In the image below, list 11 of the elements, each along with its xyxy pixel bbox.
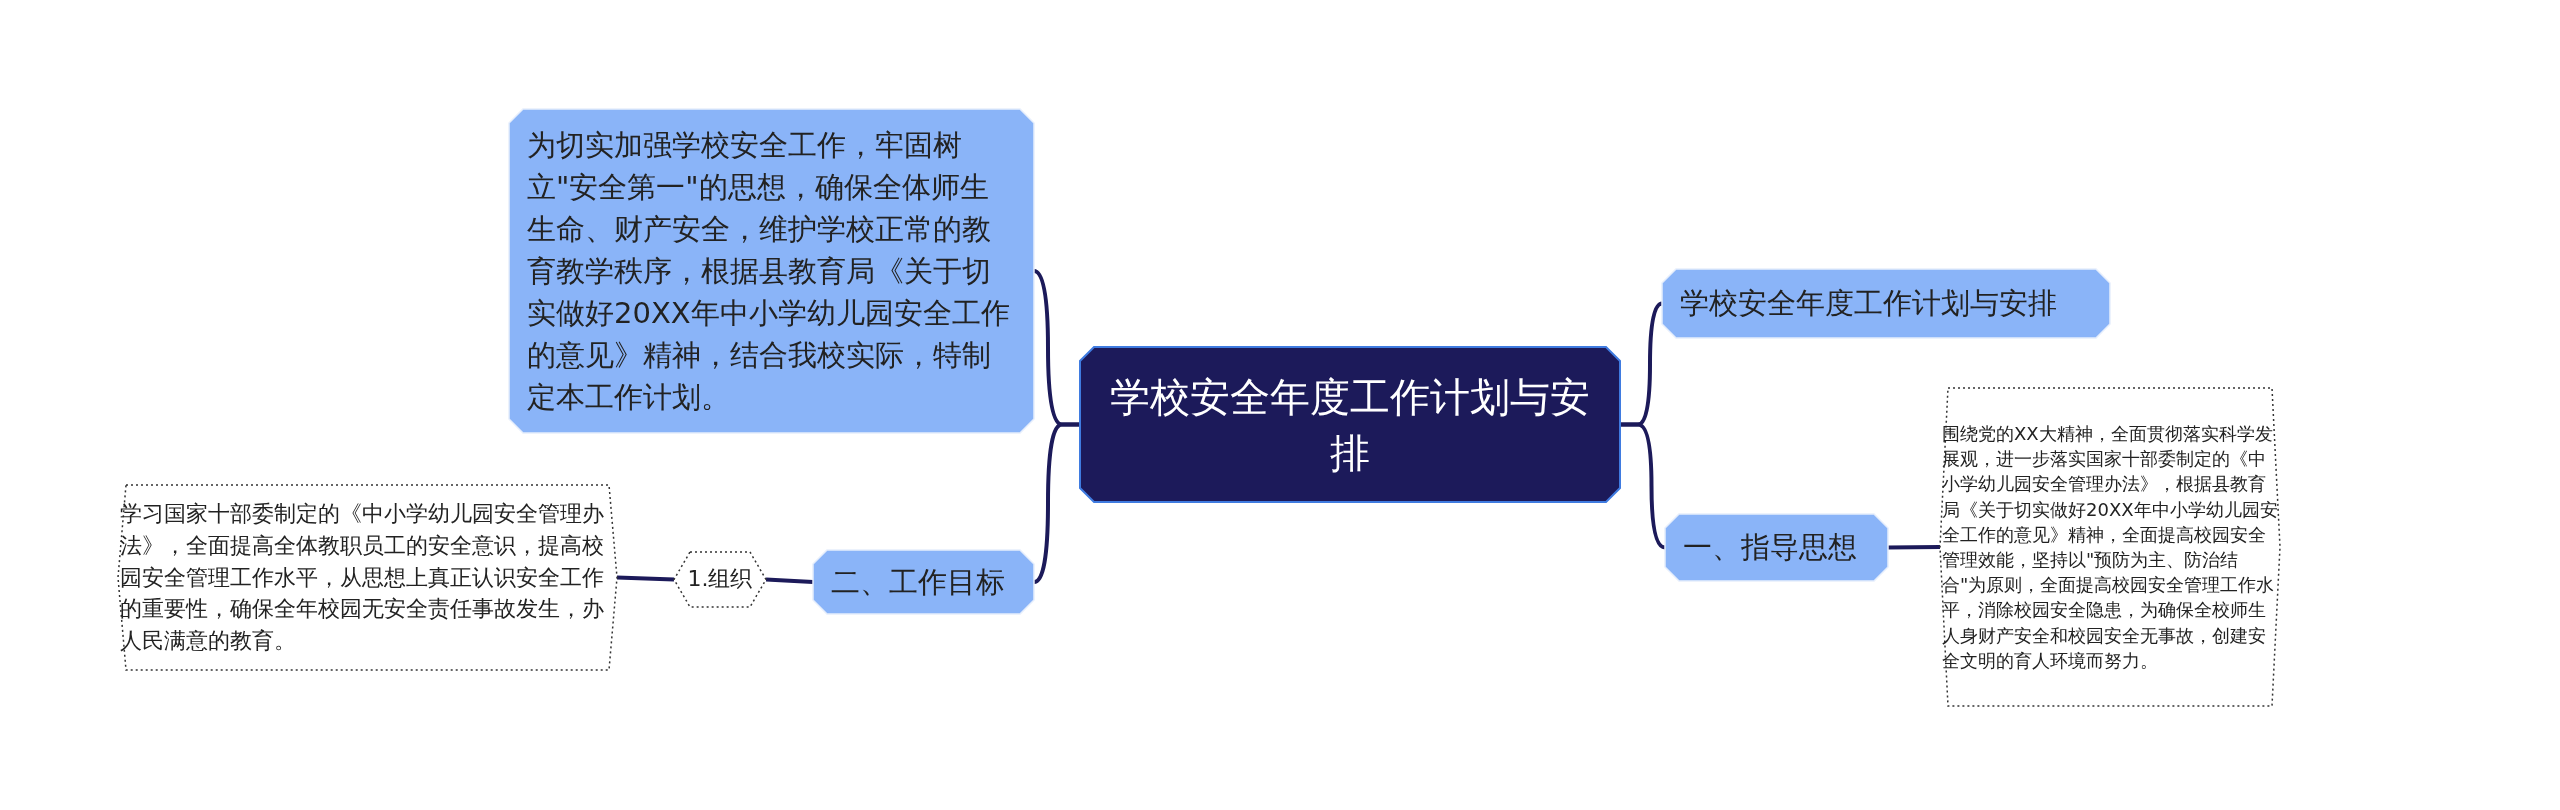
topic-box: 学校安全年度工作计划与安排 (1662, 269, 2110, 338)
central-topic-box: 学校安全年度工作计划与安排 (1080, 347, 1620, 502)
connector-line (616, 575, 675, 582)
note-box: 围绕党的XX大精神，全面贯彻落实科学发展观，进一步落实国家十部委制定的《中小学幼儿园安全管理办法》，根据县教育局《关于切实做好20XX年中小学幼儿园安全工作的意见》精神，全面提高校园安全管理效能，坚持以"预防为主、防治结合"为原则，全面提高校园安全管理工作水平，消除校园安全隐患，为确保全校师生人身财产安全和校园安全无事故，创建安全文明的育人环境而努力。 (1940, 388, 2280, 706)
topic-box: 二、工作目标 (813, 550, 1034, 614)
subtopic-hexagon: 1.组织 (674, 552, 766, 607)
topic-box: 一、指导思想 (1665, 514, 1888, 581)
connector-line (1620, 422, 1666, 550)
connector-line (765, 577, 814, 584)
topic-box: 为切实加强学校安全工作，牢固树立"安全第一"的思想，确保全体师生生命、财产安全，维护学校正常的教育教学秩序，根据县教育局《关于切实做好20XX年中小学幼儿园安全工作的意见》精神，结合我校实际，特制定本工作计划。 (509, 109, 1034, 433)
note-box: 学习国家十部委制定的《中小学幼儿园安全管理办法》，全面提高全体教职员工的安全意识，提高校园安全管理工作水平，从思想上真正认识安全工作的重要性，确保全年校园无安全责任事故发生，办人民满意的教育。 (118, 485, 617, 670)
